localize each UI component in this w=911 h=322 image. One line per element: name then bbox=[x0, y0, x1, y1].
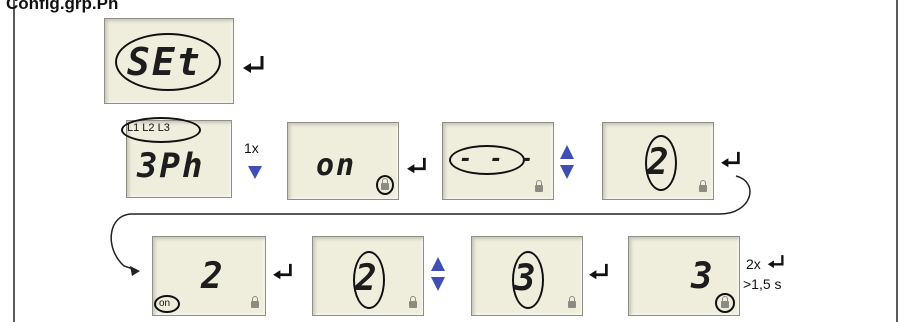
enter-key-icon bbox=[273, 263, 292, 280]
row-connector-line bbox=[110, 175, 751, 271]
lock-icon bbox=[381, 178, 389, 190]
lock-highlight-oval bbox=[715, 293, 735, 313]
lcd-step-8: 3 bbox=[471, 236, 583, 316]
lcd-step-4: - - - bbox=[442, 122, 554, 200]
lock-icon bbox=[251, 296, 259, 308]
up-down-arrows-icon bbox=[560, 145, 574, 179]
lcd-step-6: 2 on bbox=[152, 236, 266, 316]
up-down-arrows-icon bbox=[431, 257, 445, 291]
enter-key-icon bbox=[243, 56, 264, 73]
highlight-oval bbox=[121, 117, 201, 143]
lcd-display-text: 3 bbox=[514, 258, 538, 299]
row-connector-arrowhead bbox=[130, 266, 140, 276]
on-indicator: on bbox=[159, 298, 171, 309]
highlight-oval bbox=[449, 145, 525, 175]
highlight-oval bbox=[353, 251, 385, 309]
lock-icon bbox=[699, 180, 707, 192]
lcd-step-7: 2 bbox=[312, 236, 424, 316]
lcd-display-text: 3Ph bbox=[137, 146, 205, 186]
lock-highlight-oval bbox=[376, 175, 394, 195]
lcd-display-text: - - - bbox=[459, 147, 536, 172]
lock-icon bbox=[535, 180, 543, 192]
lock-icon bbox=[409, 296, 417, 308]
lcd-display-text: 2 bbox=[647, 142, 671, 183]
highlight-oval bbox=[154, 295, 180, 313]
enter-key-icon bbox=[589, 263, 608, 280]
enter-key-icon bbox=[721, 151, 740, 168]
lcd-step-1: SEt bbox=[104, 18, 234, 104]
lcd-display-text: SEt bbox=[127, 40, 202, 84]
lcd-step-5: 2 bbox=[602, 122, 714, 200]
enter-key-icon bbox=[407, 157, 426, 174]
phase-indicator: L1 L2 L3 bbox=[127, 122, 170, 134]
highlight-oval bbox=[512, 251, 544, 309]
highlight-oval bbox=[645, 135, 677, 191]
hold-duration-label: >1,5 s bbox=[743, 276, 782, 292]
highlight-oval bbox=[115, 33, 221, 91]
lcd-display-text: 3 bbox=[691, 256, 715, 297]
press-count-label: 1x bbox=[244, 140, 259, 156]
lcd-display-text: 2 bbox=[355, 258, 379, 299]
lock-icon bbox=[721, 296, 729, 308]
down-arrow-icon bbox=[248, 166, 262, 179]
lcd-display-text: 2 bbox=[201, 256, 225, 297]
page-title: Config.grp.Ph bbox=[6, 0, 119, 13]
lcd-step-9: 3 bbox=[628, 236, 740, 316]
lcd-step-3: on bbox=[287, 122, 399, 200]
lcd-step-2: L1 L2 L3 3Ph bbox=[121, 117, 232, 198]
lcd-display-text: on bbox=[316, 148, 357, 183]
enter-key-icon bbox=[767, 255, 784, 269]
hold-count-label: 2x bbox=[746, 256, 761, 272]
lock-icon bbox=[568, 296, 576, 308]
